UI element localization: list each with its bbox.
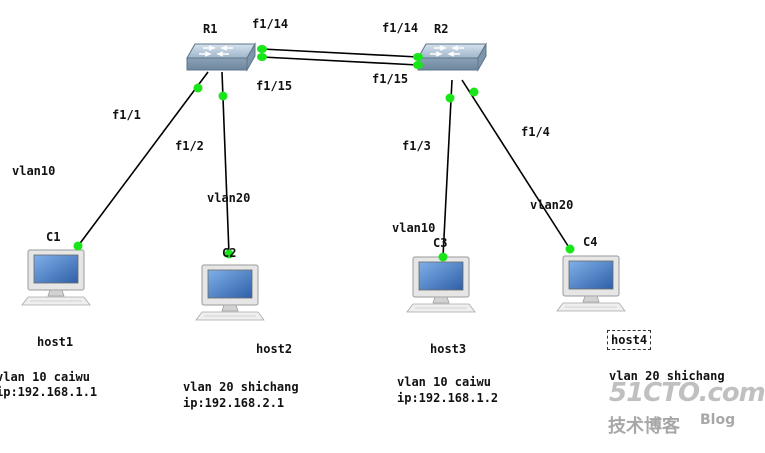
vlan-label-c1: vlan10: [12, 164, 56, 178]
router-r2-icon[interactable]: [417, 43, 487, 71]
router-r1-label: R1: [203, 22, 218, 36]
device-label-c3: C3: [433, 236, 448, 250]
host-ip-host1: ip:192.168.1.1: [0, 385, 98, 399]
port-label-r2-f1-15: f1/15: [372, 72, 409, 86]
host-name-host2: host2: [256, 342, 293, 356]
port-label-f1-3: f1/3: [402, 139, 431, 153]
port-label-f1-1: f1/1: [112, 108, 141, 122]
port-label-f1-2: f1/2: [175, 139, 204, 153]
link-r1-c2: [221, 71, 230, 255]
port-label-r1-f1-14: f1/14: [252, 17, 289, 31]
host-info-host2: vlan 20 shichang: [183, 380, 299, 394]
port-dot: [218, 91, 228, 101]
device-label-c4: C4: [583, 235, 598, 249]
host4-monitor-icon[interactable]: [556, 255, 626, 312]
device-label-c2: C2: [222, 246, 237, 260]
port-dot: [73, 241, 83, 251]
port-dot: [413, 53, 423, 61]
watermark-sub: 技术博客: [608, 416, 680, 437]
port-dot: [413, 61, 423, 69]
port-dots: [73, 45, 575, 262]
link-r1-r2-a: [261, 48, 419, 58]
link-r2-c3: [442, 79, 453, 258]
vlan-label-c4: vlan20: [530, 198, 574, 212]
port-dot: [469, 87, 479, 97]
router-r1-icon[interactable]: [186, 43, 256, 71]
vlan-label-c2: vlan20: [207, 191, 251, 205]
host-name-host4[interactable]: host4: [607, 330, 652, 350]
port-dot: [257, 53, 267, 61]
host2-monitor-icon[interactable]: [195, 264, 265, 321]
router-r2-label: R2: [434, 22, 449, 36]
host-info-host3: vlan 10 caiwu: [397, 375, 491, 389]
watermark-blog: Blog: [700, 412, 736, 428]
watermark-brand: 51CTO.com: [609, 378, 765, 408]
host-info-host1: vlan 10 caiwu: [0, 370, 90, 384]
link-r1-r2-b: [261, 56, 419, 66]
links: [77, 48, 571, 258]
port-dot: [224, 249, 234, 259]
device-label-c1: C1: [46, 230, 61, 244]
host1-monitor-icon[interactable]: [21, 249, 91, 306]
host3-monitor-icon[interactable]: [406, 256, 476, 313]
port-label-f1-4: f1/4: [521, 125, 550, 139]
vlan-label-c3: vlan10: [392, 221, 436, 235]
host-ip-host2: ip:192.168.2.1: [183, 396, 285, 410]
host-info-host4: vlan 20 shichang: [609, 369, 725, 383]
port-dot: [565, 244, 575, 254]
host-name-host1: host1: [37, 335, 74, 349]
port-dot: [257, 45, 267, 53]
port-dot: [438, 252, 448, 262]
host-ip-host3: ip:192.168.1.2: [397, 391, 499, 405]
host-name-host3: host3: [430, 342, 467, 356]
port-dot: [445, 93, 455, 103]
port-label-r2-f1-14: f1/14: [382, 21, 419, 35]
port-dot: [193, 83, 203, 93]
link-r2-c4: [461, 79, 571, 250]
link-r1-c1: [77, 71, 209, 247]
port-label-r1-f1-15: f1/15: [256, 79, 293, 93]
